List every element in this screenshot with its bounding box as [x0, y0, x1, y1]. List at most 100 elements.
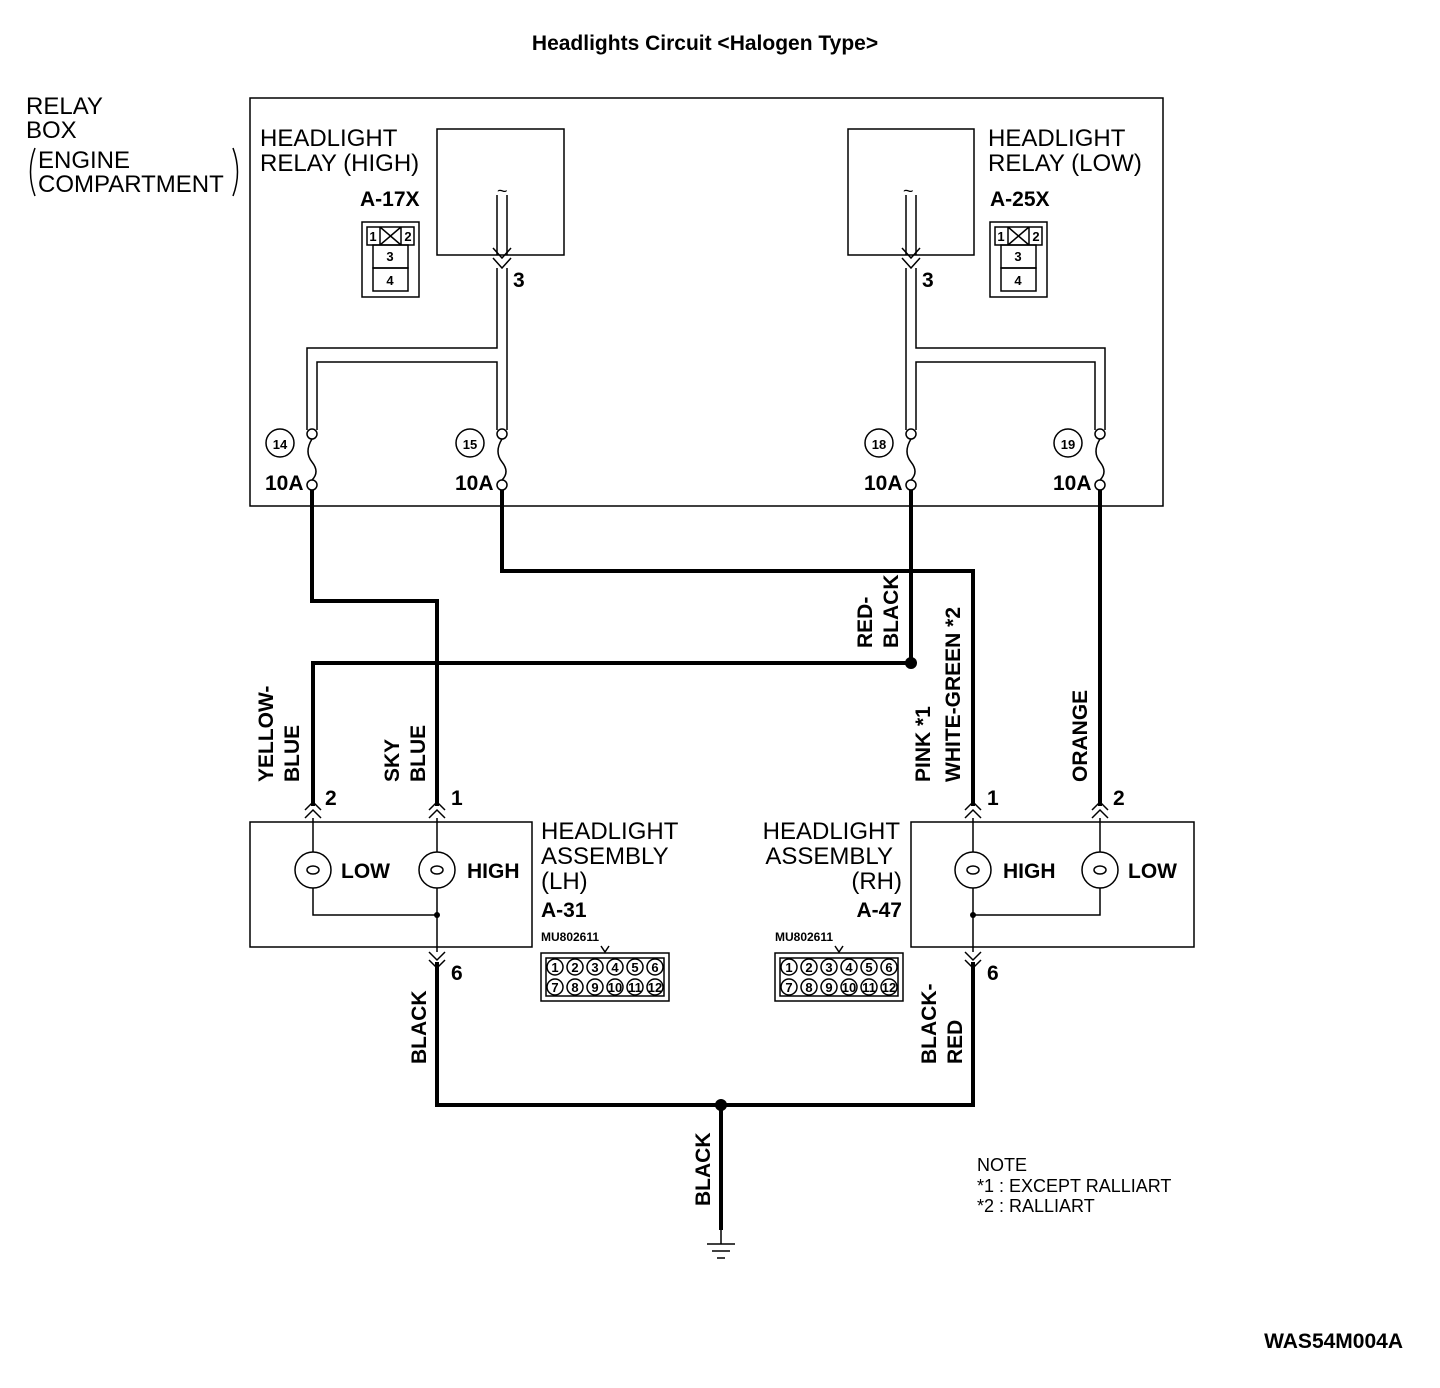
- fuse-19: 19 10A: [1053, 428, 1106, 495]
- fuse-19-rating: 10A: [1053, 472, 1092, 495]
- relay-low-pin-1: 1: [997, 229, 1004, 244]
- headlight-lh-label-line1: HEADLIGHT: [541, 818, 679, 845]
- relay-high-pin-2: 2: [404, 229, 411, 244]
- external-wiring: [310, 490, 1102, 1230]
- connector-key: [600, 945, 610, 954]
- connector-pin-circle: [860, 958, 878, 976]
- connector-pin-circle: [646, 978, 664, 996]
- fuse-15-rating: 10A: [455, 472, 494, 495]
- wire-labels: YELLOW- BLUE SKY BLUE RED- BLACK PINK *1…: [255, 575, 1092, 1207]
- connector-pin-circle: [626, 958, 644, 976]
- headlight-rh-code: A-47: [856, 899, 902, 922]
- fuse-18: 18 10A: [864, 428, 917, 495]
- relay-low-terminal: 3: [922, 269, 934, 292]
- headlight-lh-bulb-high: HIGH: [467, 860, 520, 883]
- connector-pin-number: 10: [842, 980, 856, 995]
- relay-box-label-line3: ENGINE: [38, 147, 130, 174]
- connector-pin-number: 10: [608, 980, 622, 995]
- wire-label-sky-blue-2: BLUE: [407, 725, 430, 782]
- relay-high-box: [436, 128, 565, 256]
- connector-pin-number: 1: [551, 960, 558, 975]
- relay-high: HEADLIGHT RELAY (HIGH) A-17X ~ 1 2 3 4 3: [260, 125, 565, 298]
- wire-sky-blue: [310, 490, 439, 806]
- wire-label-yellow-blue-2: BLUE: [281, 725, 304, 782]
- connector-pin-number: 12: [882, 980, 896, 995]
- relay-box-label-line4: COMPARTMENT: [38, 171, 224, 198]
- connector-inner: [779, 957, 899, 997]
- connector-pin-circle: [880, 978, 898, 996]
- headlight-lh-box: [249, 821, 533, 948]
- connector-pin-circle: [800, 978, 818, 996]
- connector-pin-number: 7: [785, 980, 792, 995]
- headlight-rh-label-line3: (RH): [851, 868, 902, 895]
- wire-yellow-blue: [311, 661, 911, 806]
- connector-pin-number: 2: [571, 960, 578, 975]
- relay-high-terminal: 3: [513, 269, 525, 292]
- wire-ground-bus: [435, 962, 975, 1107]
- connector-pin-number: 8: [805, 980, 812, 995]
- headlight-rh-label-line1: HEADLIGHT: [763, 818, 901, 845]
- connector-pin-number: 6: [651, 960, 658, 975]
- relay-high-code: A-17X: [360, 188, 420, 211]
- headlight-lh-label-line3: (LH): [541, 868, 588, 895]
- connector-pin-circle: [606, 978, 624, 996]
- wire-label-black-red-1: BLACK-: [918, 984, 941, 1064]
- fuse-14: 14 10A: [265, 428, 318, 495]
- connector-pin-number: 9: [591, 980, 598, 995]
- relay-low: HEADLIGHT RELAY (LOW) A-25X ~ 1 2 3 4 3: [847, 125, 1142, 298]
- relay-box-label-line2: BOX: [26, 117, 77, 144]
- connector-pin-circle: [840, 978, 858, 996]
- splice-red-black: [905, 657, 917, 669]
- relay-low-pin-3: 3: [1014, 249, 1021, 264]
- note: NOTE *1 : EXCEPT RALLIART *2 : RALLIART: [977, 1155, 1171, 1216]
- connector-pin-circle: [586, 978, 604, 996]
- wire-label-black-red-2: RED: [944, 1020, 967, 1064]
- note-line1: *1 : EXCEPT RALLIART: [977, 1176, 1171, 1196]
- wire-label-sky-blue-1: SKY: [381, 739, 404, 782]
- connector-pin-number: 11: [628, 980, 642, 995]
- relay-low-connector: 1 2 3 4: [989, 221, 1048, 298]
- connector-pin-circle: [606, 958, 624, 976]
- headlight-rh-box: [910, 821, 1195, 948]
- headlight-lh-code: A-31: [541, 899, 587, 922]
- wire-label-black-ground: BLACK: [692, 1133, 715, 1207]
- figure-code: WAS54M004A: [1264, 1330, 1403, 1353]
- headlight-connector-markers: [304, 800, 1109, 970]
- right-paren: [232, 147, 239, 197]
- connector-pin-number: 6: [885, 960, 892, 975]
- connector-pin-number: 8: [571, 980, 578, 995]
- headlight-assembly-rh: 1 2 6 HIGH LOW HEADLIGHT ASSEMBLY (RH) A…: [763, 787, 1195, 985]
- connector-pin-circle: [780, 958, 798, 976]
- connector-pin-number: 4: [611, 960, 619, 975]
- headlight-lh-bulb-low: LOW: [341, 860, 390, 883]
- headlight-rh-label-line2: ASSEMBLY: [765, 843, 893, 870]
- wire-label-pink: PINK *1: [912, 706, 935, 782]
- fuse-14-number: 14: [273, 437, 288, 452]
- headlight-lh-pin-low: 2: [325, 787, 337, 810]
- fuse-18-number: 18: [872, 437, 886, 452]
- relay-low-pin-2: 2: [1032, 229, 1039, 244]
- relay-low-coil-symbol: ~: [903, 181, 914, 201]
- connector-pin-number: 11: [862, 980, 876, 995]
- relay-low-box: [847, 128, 975, 256]
- relay-high-pin-4: 4: [386, 273, 394, 288]
- connector-pin-number: 7: [551, 980, 558, 995]
- wire-label-white-green: WHITE-GREEN *2: [942, 607, 965, 782]
- relay-high-pin-3: 3: [386, 249, 393, 264]
- relay-high-label-line1: HEADLIGHT: [260, 125, 398, 152]
- connector-pin-circle: [646, 958, 664, 976]
- wire-pink-white-green: [500, 490, 975, 806]
- connector-pin-circle: [860, 978, 878, 996]
- fuse-18-rating: 10A: [864, 472, 903, 495]
- wire-label-orange: ORANGE: [1069, 690, 1092, 782]
- headlight-lh-pin-high: 1: [451, 787, 463, 810]
- connector-pin-number: 2: [805, 960, 812, 975]
- bulb-icon: [1081, 851, 1119, 889]
- relay-low-label-line1: HEADLIGHT: [988, 125, 1126, 152]
- wire-label-yellow-blue-1: YELLOW-: [255, 686, 278, 782]
- connector-pin-circle: [880, 958, 898, 976]
- connector-inner: [545, 957, 665, 997]
- connector-pin-circle: [820, 958, 838, 976]
- connector-pin-circle: [780, 978, 798, 996]
